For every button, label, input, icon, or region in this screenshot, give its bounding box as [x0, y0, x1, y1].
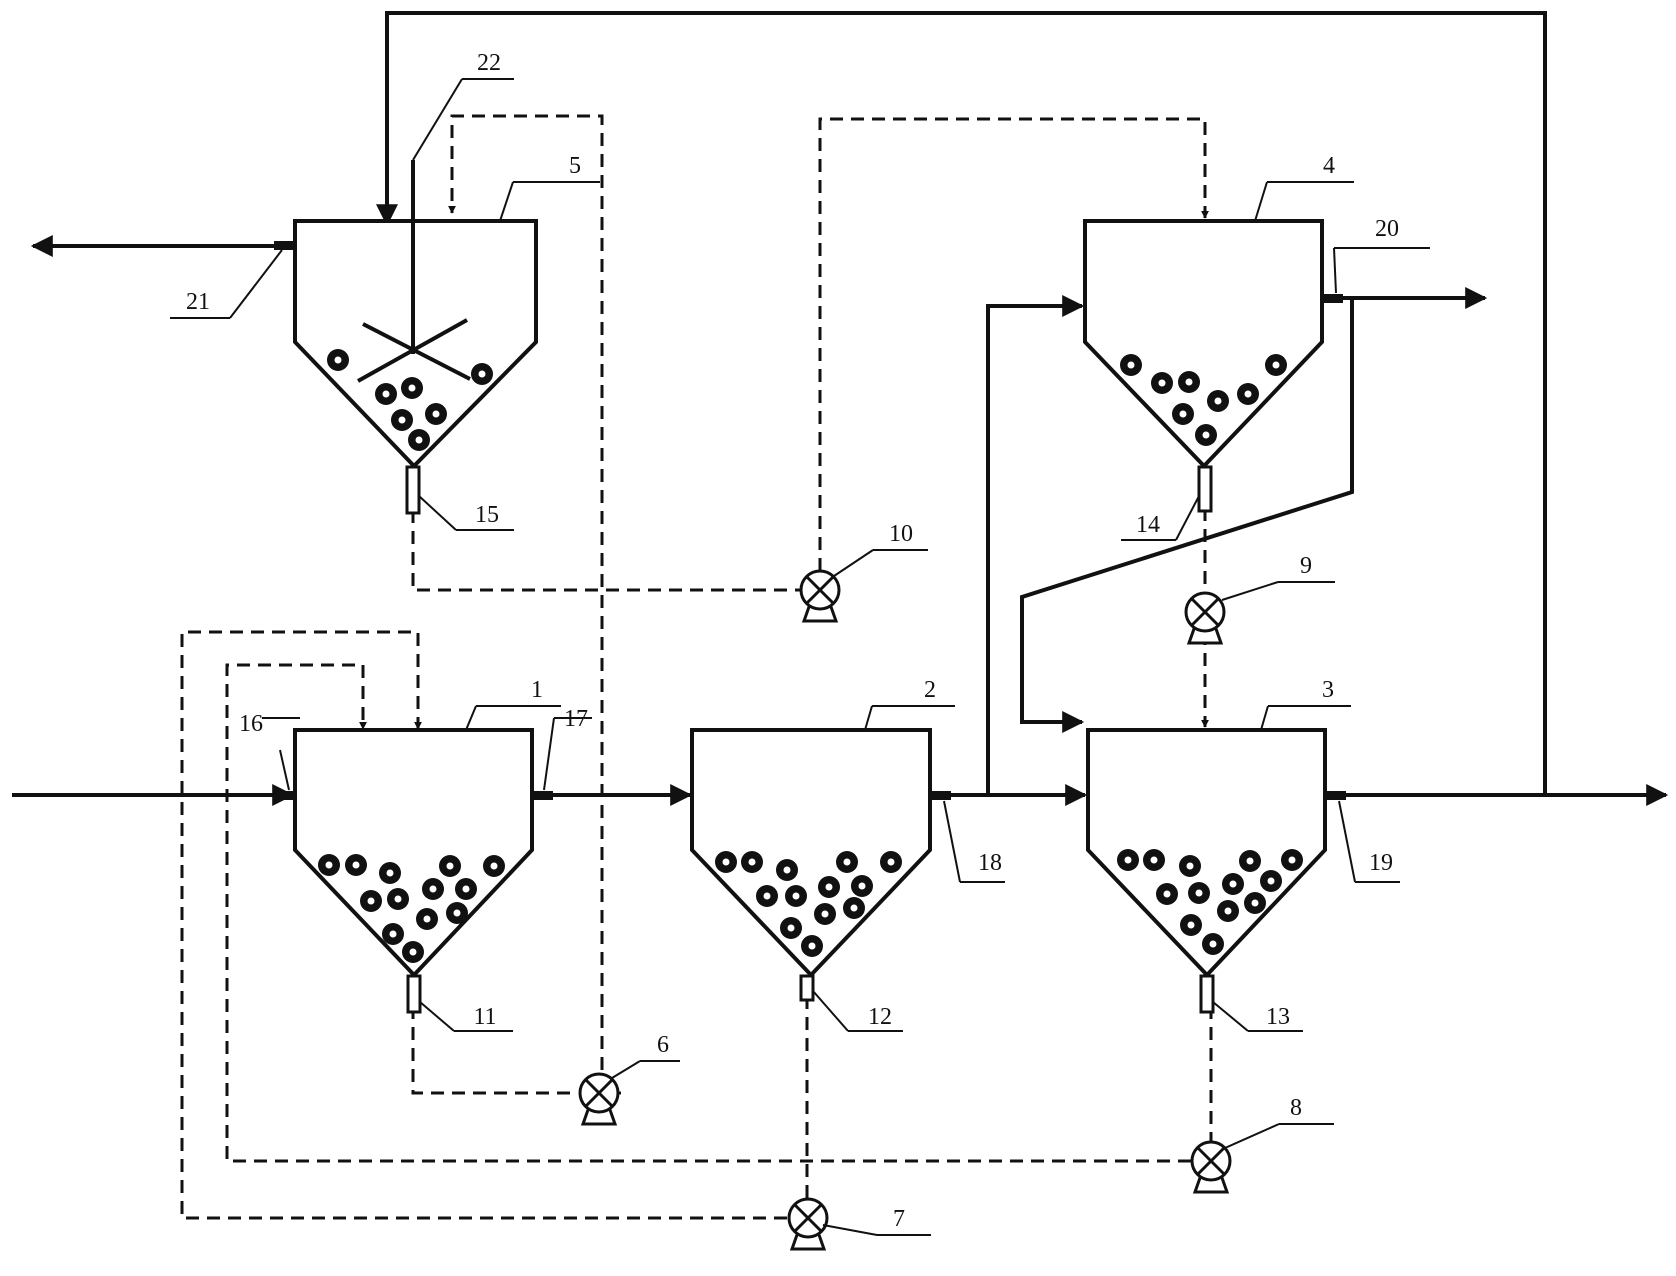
label-tank-2: 2	[924, 677, 936, 703]
valve-11	[406, 974, 422, 1014]
label-valve-15: 15	[475, 502, 499, 528]
outlet-port-17	[532, 791, 553, 800]
pump-10	[799, 569, 841, 623]
label-tank-4: 4	[1323, 153, 1335, 179]
tank-3	[1086, 728, 1346, 1014]
pump-9	[1184, 591, 1226, 645]
outlet-port-21	[274, 241, 295, 250]
label-pump-7: 7	[893, 1206, 905, 1232]
label-stirrer-22: 22	[477, 50, 501, 76]
line-7-to-1	[180, 630, 787, 1220]
line-4-to-3	[1020, 298, 1354, 733]
label-port-19: 19	[1369, 850, 1393, 876]
valve-13	[1199, 974, 1215, 1014]
line-11-to-6	[411, 1006, 578, 1095]
tank-1	[274, 728, 553, 1014]
outlet-port-19	[1325, 791, 1346, 800]
leader-lines	[170, 78, 1430, 1236]
solid-lines	[12, 11, 1669, 806]
label-port-21: 21	[186, 289, 210, 315]
label-pump-10: 10	[889, 521, 913, 547]
label-tank-5: 5	[569, 153, 581, 179]
pump-8	[1190, 1140, 1232, 1194]
outlet-port-20	[1322, 294, 1343, 303]
outlet-port-18	[930, 791, 951, 800]
label-pump-8: 8	[1290, 1095, 1302, 1121]
line-2-to-4	[986, 295, 1085, 795]
label-valve-13: 13	[1266, 1004, 1290, 1030]
tank-5	[274, 160, 538, 515]
label-pump-9: 9	[1300, 553, 1312, 579]
inlet-port-16	[274, 791, 295, 800]
label-valve-14: 14	[1136, 512, 1160, 538]
line-10-to-4	[818, 117, 1209, 571]
label-port-20: 20	[1375, 216, 1399, 242]
label-valve-12: 12	[868, 1004, 892, 1030]
valve-12	[799, 974, 815, 1002]
pump-7	[787, 1197, 829, 1251]
label-port-17: 17	[564, 706, 588, 732]
pump-6	[578, 1072, 620, 1126]
number-labels: 1 2 3 4 5 6 7 8 9 10 11 12 13 14 15 16 1…	[186, 50, 1399, 1232]
recycle-to-5	[376, 11, 1547, 795]
valve-14	[1197, 465, 1213, 513]
tank-4	[1083, 219, 1343, 513]
dashed-lines	[180, 114, 1213, 1220]
line-15-to-10	[411, 510, 800, 592]
line-8-to-1	[225, 663, 1191, 1163]
label-port-16: 16	[239, 711, 263, 737]
valve-15	[405, 465, 421, 515]
label-port-18: 18	[978, 850, 1002, 876]
label-tank-1: 1	[531, 677, 543, 703]
stirrer	[357, 160, 471, 383]
tank-2	[690, 728, 951, 1002]
label-tank-3: 3	[1322, 677, 1334, 703]
label-pump-6: 6	[657, 1032, 669, 1058]
label-valve-11: 11	[473, 1004, 496, 1030]
